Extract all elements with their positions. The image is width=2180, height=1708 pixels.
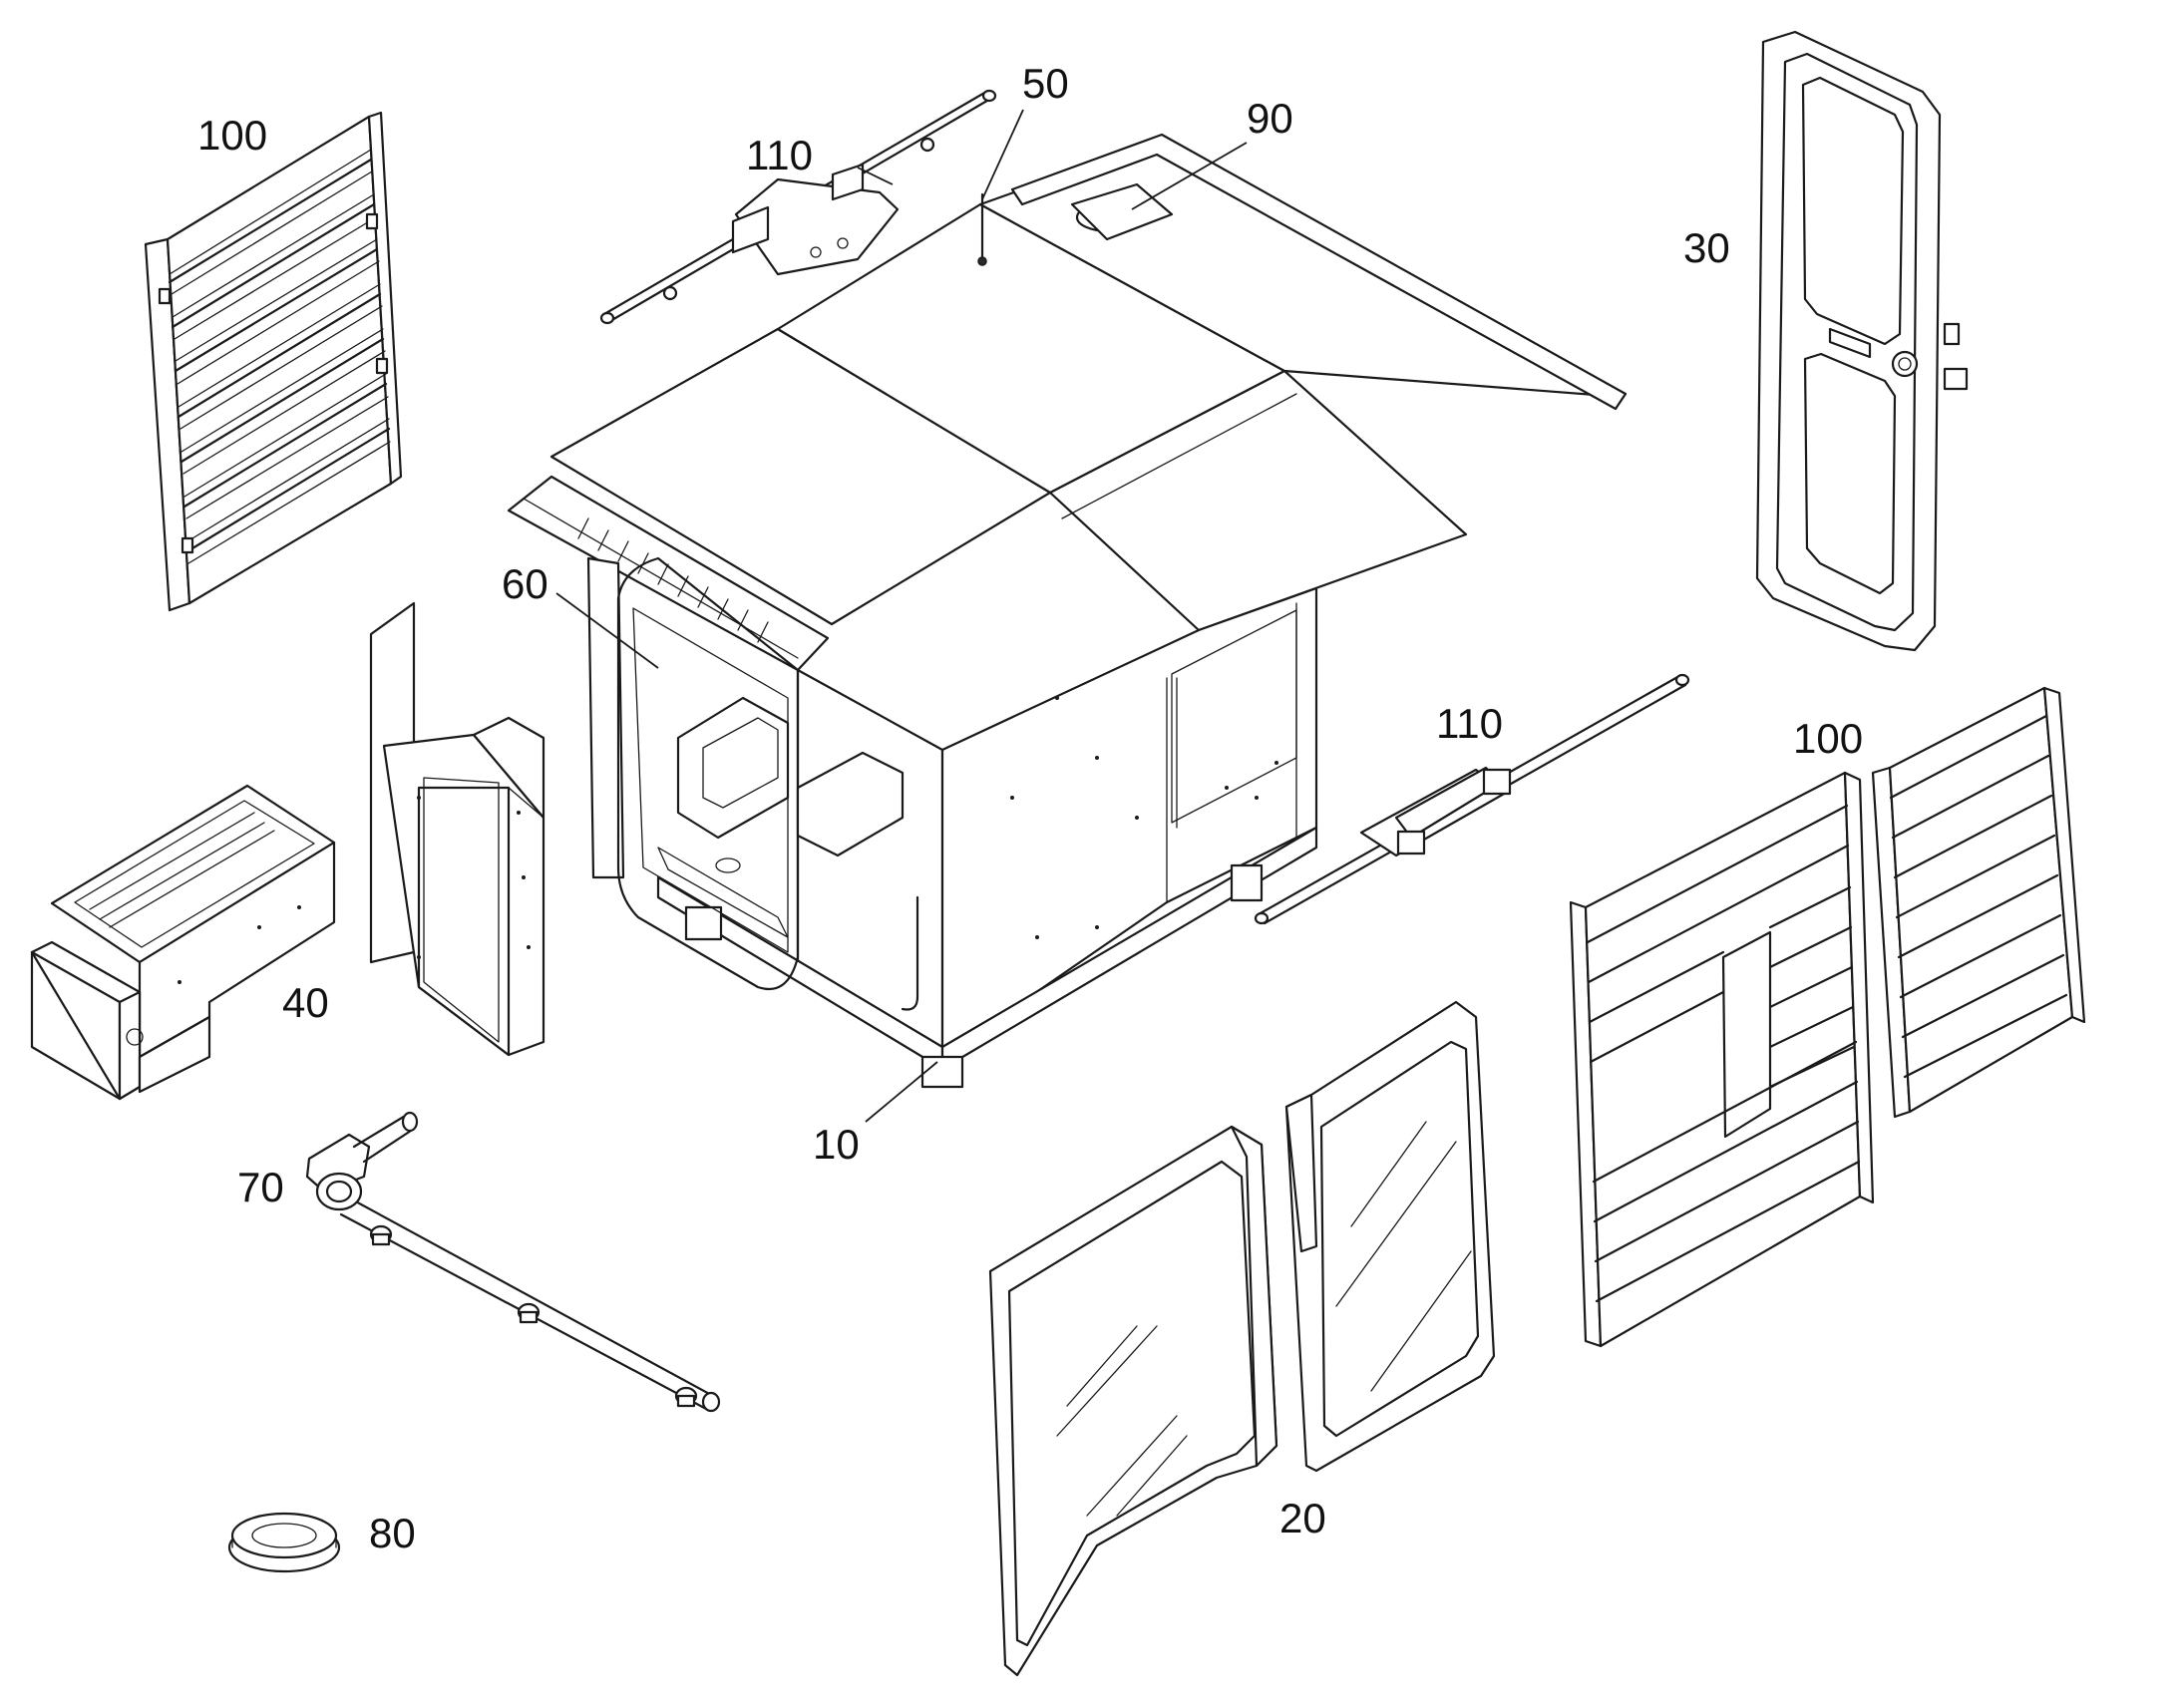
rail-part-70	[305, 1111, 721, 1413]
wiper-rod-part-110-right	[1254, 673, 1690, 925]
callout-10: 10	[813, 1121, 860, 1168]
window-panel-part-20-right	[1284, 1000, 1496, 1473]
electrical-cabinet	[369, 601, 545, 1057]
callout-80: 80	[369, 1510, 416, 1556]
stud-part-50	[977, 192, 987, 266]
window-panel-part-20-left	[988, 1125, 1278, 1677]
callout-100-right: 100	[1793, 715, 1863, 762]
callout-60: 60	[502, 560, 548, 607]
louvre-panel-part-100-right-a	[1569, 771, 1875, 1348]
door-part-30	[1755, 30, 1969, 652]
cab-frame-part-10	[507, 133, 1628, 1089]
wiper-rod-part-110-top	[599, 89, 997, 325]
leader-lines	[555, 109, 1248, 1123]
callout-20: 20	[1279, 1495, 1326, 1541]
callout-90: 90	[1247, 95, 1293, 142]
louvre-panel-part-100-left	[144, 111, 403, 612]
callout-70: 70	[237, 1164, 284, 1210]
callout-110-top: 110	[746, 132, 813, 178]
grommet-part-80	[227, 1512, 341, 1573]
louvre-panel-part-100-right-b	[1871, 686, 2086, 1119]
callout-30: 30	[1683, 224, 1730, 271]
callout-110-right: 110	[1436, 700, 1503, 747]
callout-50: 50	[1022, 60, 1069, 107]
callout-40: 40	[282, 979, 329, 1026]
console-box-part-40	[30, 784, 336, 1101]
callout-100-left: 100	[197, 112, 267, 159]
callout-labels: 10 20 30 40 50 60 70 80 90 100 100 110 1…	[197, 60, 1863, 1556]
